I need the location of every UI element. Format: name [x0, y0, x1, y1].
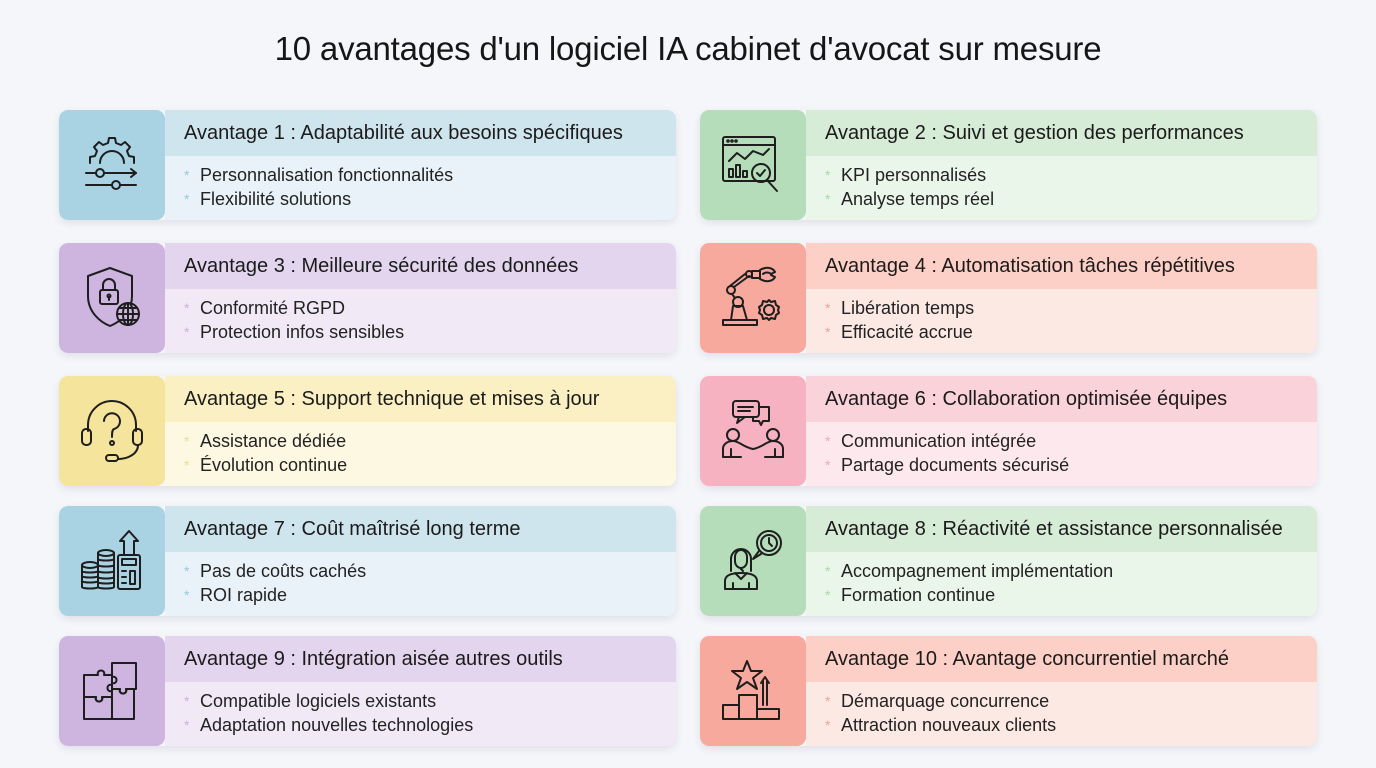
bullet-item: *ROI rapide [184, 585, 288, 605]
bullet-item: *Évolution continue [184, 455, 348, 475]
coins-calculator-icon [81, 530, 141, 590]
icon-panel [59, 110, 165, 220]
advantage-card-1: Avantage 1 : Adaptabilité aux besoins sp… [59, 110, 676, 220]
card-heading: Avantage 8 : Réactivité et assistance pe… [806, 506, 1317, 552]
asterisk-icon: * [825, 457, 831, 473]
asterisk-icon: * [825, 563, 831, 579]
asterisk-icon: * [825, 717, 831, 733]
bullet-item: *Conformité RGPD [184, 298, 346, 318]
bullet-item: *Démarquage concurrence [825, 691, 1050, 711]
asterisk-icon: * [184, 433, 190, 449]
card-heading: Avantage 3 : Meilleure sécurité des donn… [165, 243, 676, 289]
bullet-item: *Partage documents sécurisé [825, 455, 1070, 475]
analytics-magnifier-icon [722, 136, 778, 192]
agent-clock-icon [724, 530, 782, 590]
bullet-item: *Flexibilité solutions [184, 189, 352, 209]
bullet-item: *Analyse temps réel [825, 189, 995, 209]
team-chat-icon [722, 400, 784, 458]
bullet-item: *KPI personnalisés [825, 165, 987, 185]
card-heading: Avantage 1 : Adaptabilité aux besoins sp… [165, 110, 676, 156]
gear-sliders-icon [85, 137, 137, 190]
asterisk-icon: * [184, 300, 190, 316]
card-heading: Avantage 2 : Suivi et gestion des perfor… [806, 110, 1317, 156]
asterisk-icon: * [184, 167, 190, 183]
asterisk-icon: * [184, 324, 190, 340]
card-heading: Avantage 4 : Automatisation tâches répét… [806, 243, 1317, 289]
bullet-item: *Attraction nouveaux clients [825, 715, 1057, 735]
icon-panel [59, 506, 165, 616]
icon-panel [700, 376, 806, 486]
robot-arm-gear-icon [722, 266, 780, 326]
bullet-item: *Compatible logiciels existants [184, 691, 437, 711]
advantage-card-5: Avantage 5 : Support technique et mises … [59, 376, 676, 486]
bullet-item: *Personnalisation fonctionnalités [184, 165, 454, 185]
asterisk-icon: * [184, 587, 190, 603]
bullet-item: *Libération temps [825, 298, 975, 318]
page-title: 10 avantages d'un logiciel IA cabinet d'… [274, 30, 1102, 67]
icon-panel [700, 243, 806, 353]
icon-panel [59, 243, 165, 353]
bullet-item: *Accompagnement implémentation [825, 561, 1114, 581]
card-heading: Avantage 5 : Support technique et mises … [165, 376, 676, 422]
bullet-item: *Communication intégrée [825, 431, 1037, 451]
asterisk-icon: * [184, 563, 190, 579]
advantage-card-2: Avantage 2 : Suivi et gestion des perfor… [700, 110, 1317, 220]
asterisk-icon: * [825, 300, 831, 316]
icon-panel [59, 376, 165, 486]
advantage-card-3: Avantage 3 : Meilleure sécurité des donn… [59, 243, 676, 353]
bullet-item: *Efficacité accrue [825, 322, 973, 342]
card-heading: Avantage 7 : Coût maîtrisé long terme [165, 506, 676, 552]
asterisk-icon: * [825, 587, 831, 603]
asterisk-icon: * [825, 433, 831, 449]
asterisk-icon: * [184, 191, 190, 207]
podium-star-icon [722, 660, 780, 720]
bullet-item: *Protection infos sensibles [184, 322, 405, 342]
card-heading: Avantage 10 : Avantage concurrentiel mar… [806, 636, 1317, 682]
bullet-item: *Assistance dédiée [184, 431, 347, 451]
card-heading: Avantage 9 : Intégration aisée autres ou… [165, 636, 676, 682]
icon-panel [700, 110, 806, 220]
bullet-item: *Formation continue [825, 585, 996, 605]
asterisk-icon: * [184, 693, 190, 709]
advantage-card-4: Avantage 4 : Automatisation tâches répét… [700, 243, 1317, 353]
icon-panel [59, 636, 165, 746]
shield-lock-globe-icon [87, 267, 140, 327]
asterisk-icon: * [825, 324, 831, 340]
asterisk-icon: * [825, 693, 831, 709]
headset-question-icon [81, 400, 143, 462]
advantage-card-6: Avantage 6 : Collaboration optimisée équ… [700, 376, 1317, 486]
advantage-card-9: Avantage 9 : Intégration aisée autres ou… [59, 636, 676, 746]
advantage-card-8: Avantage 8 : Réactivité et assistance pe… [700, 506, 1317, 616]
advantage-card-10: Avantage 10 : Avantage concurrentiel mar… [700, 636, 1317, 746]
puzzle-icon [83, 662, 137, 720]
icon-panel [700, 506, 806, 616]
asterisk-icon: * [184, 457, 190, 473]
advantage-card-7: Avantage 7 : Coût maîtrisé long terme *P… [59, 506, 676, 616]
asterisk-icon: * [825, 167, 831, 183]
bullet-item: *Pas de coûts cachés [184, 561, 367, 581]
icon-panel [700, 636, 806, 746]
asterisk-icon: * [825, 191, 831, 207]
asterisk-icon: * [184, 717, 190, 733]
bullet-item: *Adaptation nouvelles technologies [184, 715, 474, 735]
card-heading: Avantage 6 : Collaboration optimisée équ… [806, 376, 1317, 422]
